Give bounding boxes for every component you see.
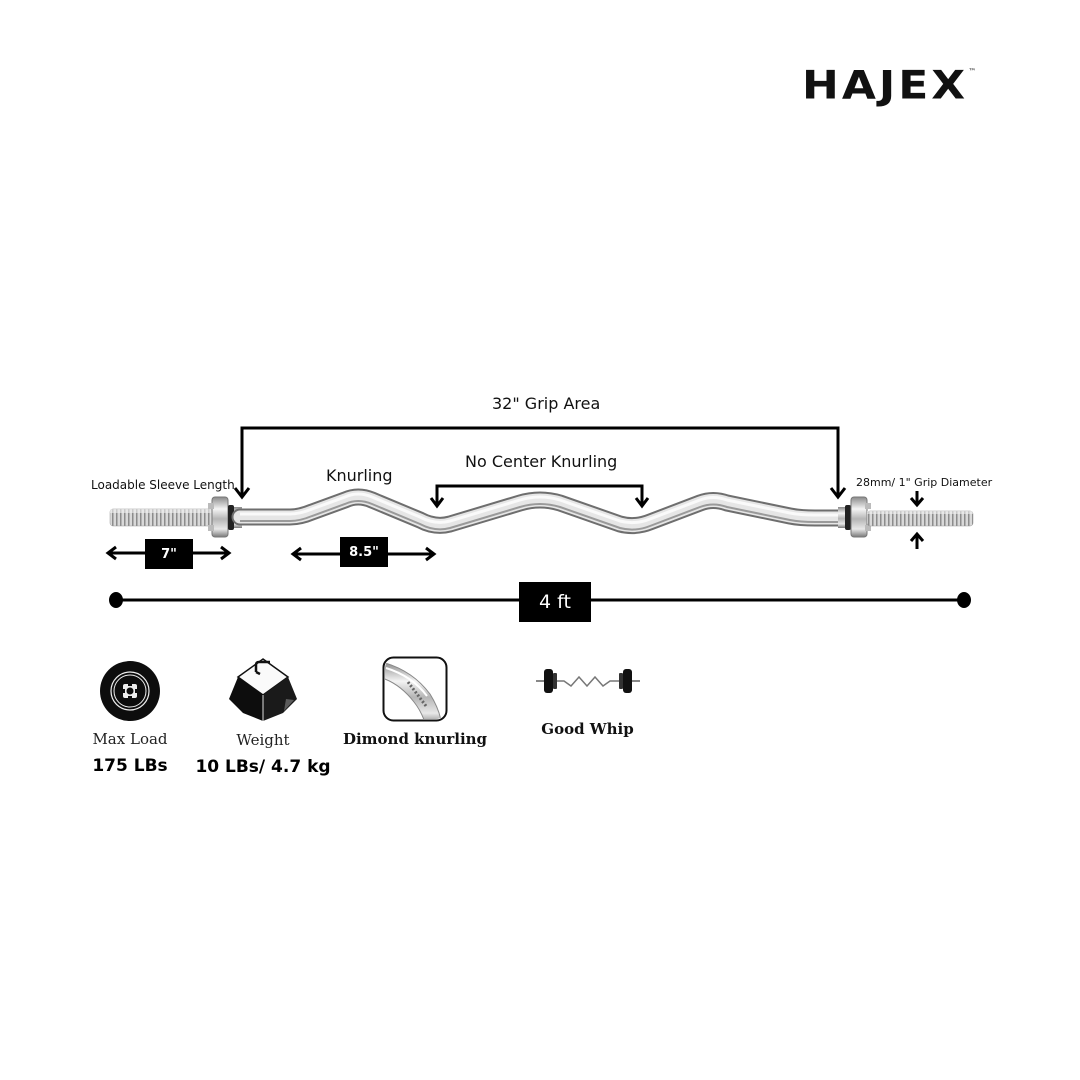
- brand-logo: HAJEX™: [802, 66, 976, 106]
- knurling-label: Knurling: [326, 466, 393, 485]
- grip-diameter-arrows: [909, 491, 925, 549]
- grip-diameter-label: 28mm/ 1" Grip Diameter: [856, 476, 993, 489]
- feature-weight: Weight 10 LBs/ 4.7 kg: [195, 655, 331, 777]
- feature-value: 175 LBs: [92, 756, 168, 776]
- feature-good-whip: Good Whip: [530, 664, 645, 738]
- right-collar: [838, 496, 871, 538]
- sleeve-length-arrow: [105, 545, 232, 561]
- left-sleeve: [109, 508, 215, 527]
- kettle-weight-icon: [229, 658, 297, 721]
- feature-title: Max Load: [92, 730, 168, 748]
- feature-diamond-knurling: Dimond knurling: [343, 656, 487, 748]
- brand-name: HAJEX: [802, 62, 969, 109]
- no-center-knurling-label: No Center Knurling: [465, 452, 618, 471]
- right-sleeve: [866, 510, 974, 527]
- sleeve-length-label: Loadable Sleeve Length: [91, 478, 235, 492]
- knurling-closeup-icon: [382, 656, 448, 722]
- knurling-length-arrow: [290, 546, 437, 562]
- feature-title: Good Whip: [541, 720, 634, 738]
- feature-value: 10 LBs/ 4.7 kg: [195, 757, 331, 777]
- grip-area-label: 32" Grip Area: [492, 394, 601, 413]
- no-center-knurling-bracket: [429, 484, 650, 509]
- curl-bar-icon: [535, 669, 640, 693]
- total-length-badge: 4 ft: [519, 582, 591, 622]
- feature-max-load: Max Load 175 LBs: [80, 660, 180, 776]
- grip-area-bracket: [233, 426, 847, 500]
- weight-plate-icon: [100, 661, 160, 721]
- trademark-symbol: ™: [968, 67, 977, 76]
- feature-title: Dimond knurling: [342, 730, 488, 748]
- sleeve-length-badge: 7": [145, 539, 193, 569]
- knurling-length-badge: 8.5": [340, 537, 388, 567]
- curl-bar-shaft: [231, 488, 854, 535]
- feature-title: Weight: [236, 731, 290, 749]
